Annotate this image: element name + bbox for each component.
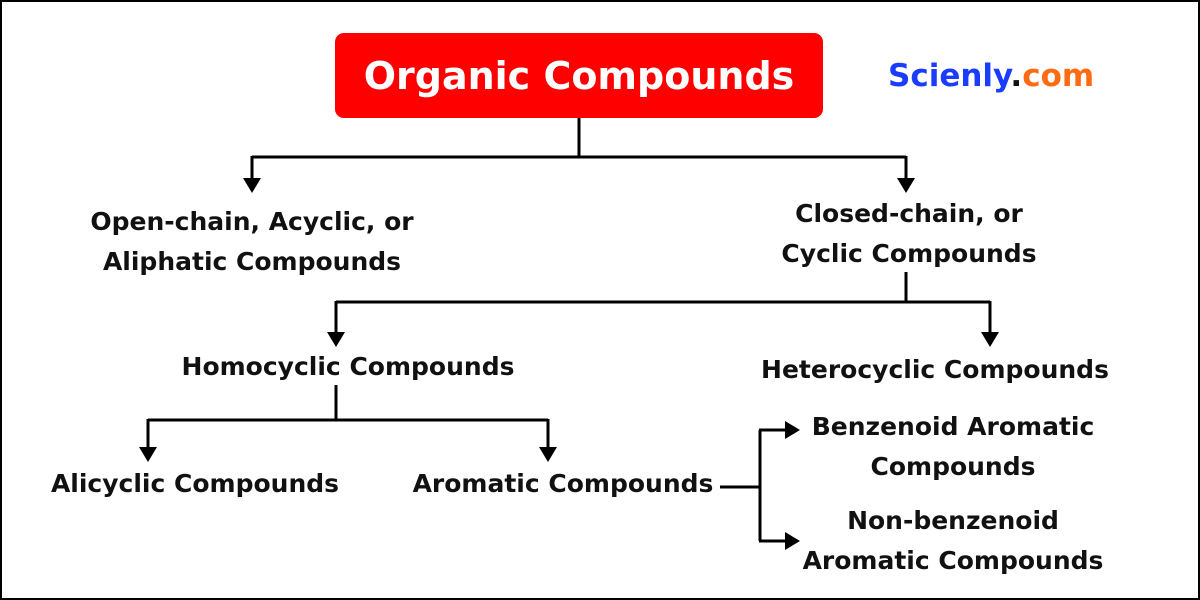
node-line: Non-benzenoid <box>847 506 1059 535</box>
logo: Scienly.com <box>888 58 1095 94</box>
node-alicyclic: Alicyclic Compounds <box>50 469 340 498</box>
node-closed-chain: Closed-chain, or Cyclic Compounds <box>781 194 1036 274</box>
node-non-benzenoid: Non-benzenoid Aromatic Compounds <box>803 501 1104 581</box>
node-benzenoid: Benzenoid Aromatic Compounds <box>812 407 1095 487</box>
title-box: Organic Compounds <box>335 33 823 118</box>
node-line: Compounds <box>870 452 1036 481</box>
node-line: Open-chain, Acyclic, or <box>90 207 414 236</box>
connector-aromatic <box>720 430 762 541</box>
connector-root <box>252 118 906 159</box>
connector-cyclic <box>336 272 990 304</box>
node-open-chain: Open-chain, Acyclic, or Aliphatic Compou… <box>90 202 413 282</box>
node-line: Closed-chain, or <box>795 199 1023 228</box>
node-line: Benzenoid Aromatic <box>811 412 1095 441</box>
node-heterocyclic: Heterocyclic Compounds <box>761 355 1109 384</box>
node-aromatic: Aromatic Compounds <box>412 469 714 498</box>
node-homocyclic: Homocyclic Compounds <box>181 352 515 381</box>
node-line: Aliphatic Compounds <box>102 247 402 276</box>
node-line: Aromatic Compounds <box>802 546 1104 575</box>
title: Organic Compounds <box>363 53 795 98</box>
connector-homocyclic <box>148 385 548 422</box>
node-line: Cyclic Compounds <box>781 239 1037 268</box>
